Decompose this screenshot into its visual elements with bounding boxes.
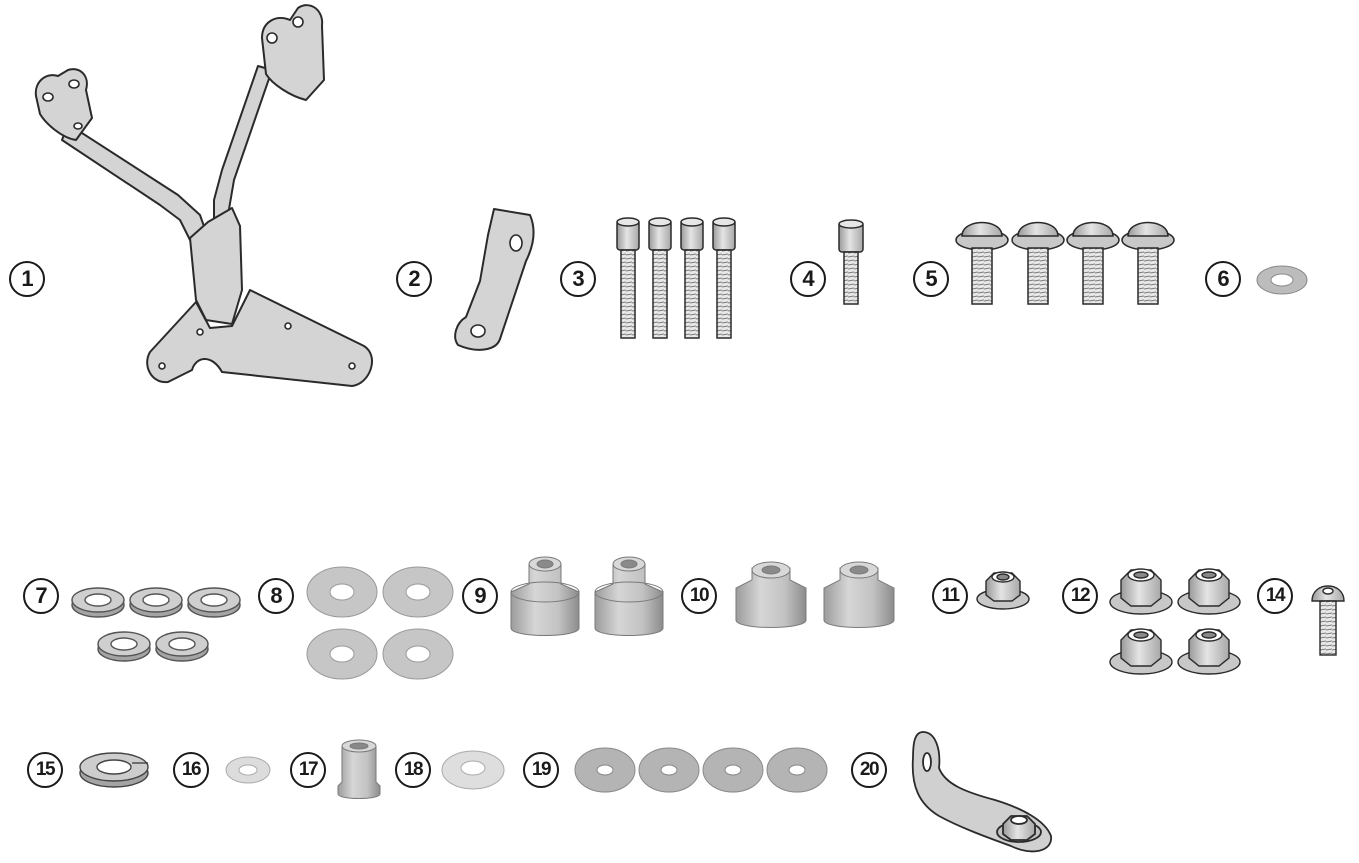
spring-washers-drawing bbox=[71, 587, 241, 662]
part-number-5: 5 bbox=[913, 261, 949, 297]
washer-drawing bbox=[1256, 265, 1308, 295]
part-number-11: 11 bbox=[932, 578, 968, 614]
part-number-19: 19 bbox=[523, 752, 559, 788]
flat-washers-large-drawing bbox=[306, 566, 454, 680]
part-number-14: 14 bbox=[1257, 578, 1293, 614]
part-number-4: 4 bbox=[790, 261, 826, 297]
part-number-8: 8 bbox=[258, 578, 294, 614]
part-number-6: 6 bbox=[1205, 261, 1241, 297]
plate-with-nut-drawing bbox=[911, 731, 1052, 853]
flange-nuts-drawing bbox=[1109, 568, 1241, 675]
spacers-tall-drawing bbox=[510, 556, 664, 636]
part-number-20: 20 bbox=[851, 752, 887, 788]
part-number-3: 3 bbox=[560, 261, 596, 297]
flange-nut-drawing bbox=[976, 571, 1030, 610]
small-bracket-drawing bbox=[454, 208, 535, 351]
part-number-9: 9 bbox=[462, 578, 498, 614]
flat-washer-medium-drawing bbox=[441, 750, 505, 790]
bushing-drawing bbox=[337, 739, 381, 799]
socket-screws-long-drawing bbox=[616, 217, 736, 339]
part-number-16: 16 bbox=[173, 752, 209, 788]
flange-button-screws-drawing bbox=[955, 221, 1175, 305]
part-number-18: 18 bbox=[395, 752, 431, 788]
part-number-10: 10 bbox=[681, 578, 717, 614]
spacers-short-drawing bbox=[735, 561, 895, 628]
part-number-7: 7 bbox=[23, 578, 59, 614]
part-number-15: 15 bbox=[27, 752, 63, 788]
button-screw-drawing bbox=[1311, 585, 1345, 656]
rubber-washers-drawing bbox=[574, 747, 828, 793]
part-number-2: 2 bbox=[396, 261, 432, 297]
part-number-1: 1 bbox=[9, 261, 45, 297]
bracket-frame-drawing bbox=[34, 4, 373, 387]
socket-screw-short-drawing bbox=[838, 219, 864, 305]
flat-washer-small-drawing bbox=[225, 756, 271, 784]
part-number-17: 17 bbox=[290, 752, 326, 788]
spring-washer-large-drawing bbox=[79, 752, 149, 788]
part-number-12: 12 bbox=[1062, 578, 1098, 614]
